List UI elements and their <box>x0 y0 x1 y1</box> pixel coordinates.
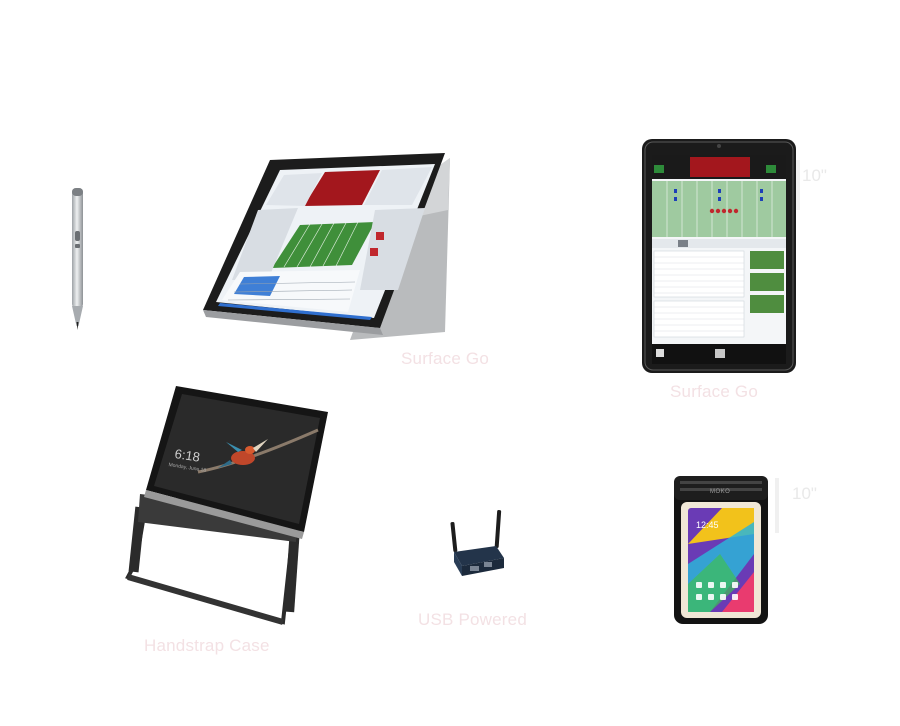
size-bracket-bottom <box>775 478 779 533</box>
waterproof-pouch-icon <box>670 474 772 626</box>
handstrap-case-label: Handstrap Case <box>144 636 270 655</box>
router-icon <box>440 508 510 580</box>
size-label-bottom: 10" <box>792 484 817 503</box>
surface-go-front-label: Surface Go <box>670 382 758 401</box>
size-label-top: 10" <box>802 166 827 185</box>
surface-go-kickstand-device <box>200 150 455 340</box>
size-bracket <box>796 160 800 210</box>
phone-time: 12:45 <box>696 520 719 530</box>
usb-powered-label: USB Powered <box>418 610 527 629</box>
pouch-brand-label: MOKO <box>710 489 731 495</box>
surface-go-front-device <box>642 139 796 373</box>
surface-go-label: Surface Go <box>401 349 489 368</box>
handstrap-case-device <box>118 382 333 627</box>
stylus-pen-icon <box>66 186 90 331</box>
